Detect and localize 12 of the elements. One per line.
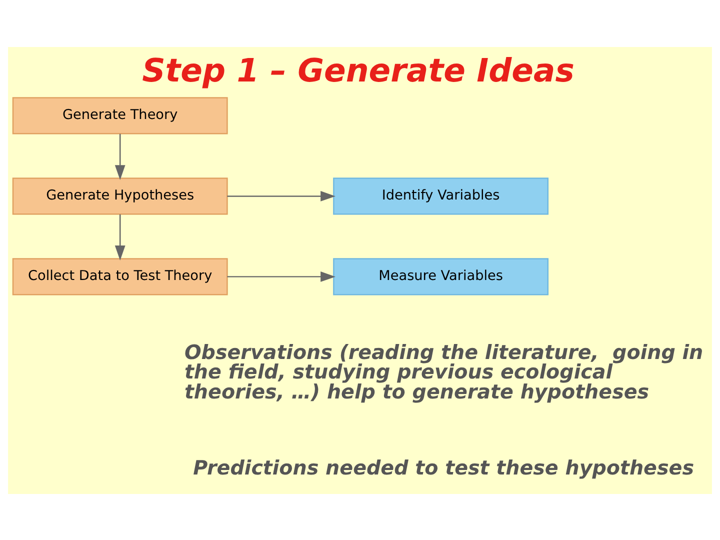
node-box: Identify Variables [333, 177, 549, 214]
arrow [114, 214, 126, 260]
diagram-title: Step 1 – Generate Ideas [142, 50, 574, 89]
arrow [114, 133, 126, 180]
node-box: Measure Variables [333, 258, 549, 295]
arrow [227, 190, 336, 201]
node-box: Generate Theory [12, 96, 228, 134]
node-box: Generate Hypotheses [12, 177, 228, 214]
node-box: Collect Data to Test Theory [12, 258, 228, 295]
label: Observations (reading the literature, going in the field, studying previous ecological theories, …) help to generate hypotheses [184, 340, 704, 403]
label: Predictions needed to test these hypotheses [193, 456, 694, 480]
arrow [227, 270, 336, 282]
